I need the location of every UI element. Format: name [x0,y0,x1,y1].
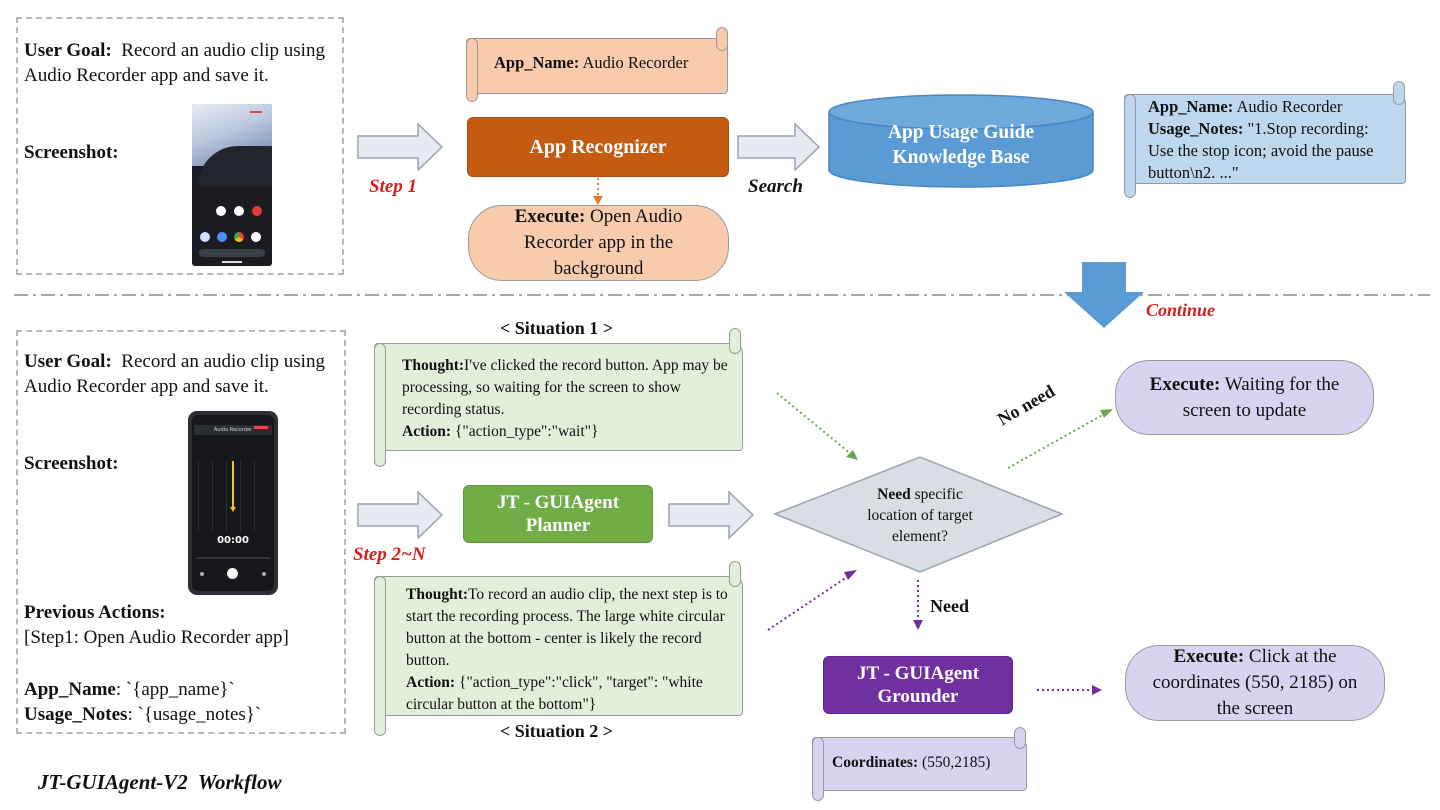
app-name-note-text: App_Name: Audio Recorder [494,53,689,72]
record-button [227,568,238,579]
recorder-title-bar: Audio Recorder [194,425,272,435]
bottom-phone-screenshot: Audio Recorder 00:00 [188,411,278,595]
app-icon-row [216,206,264,218]
execute-open-app: Execute: Open Audio Recorder app in the … [468,205,729,281]
top-user-goal: User Goal: Record an audio clip using Au… [24,38,339,88]
user-goal-label: User Goal: [24,40,112,61]
coordinates-note [812,737,1027,791]
dock-icon-row [200,232,270,244]
top-arrows [14,122,1430,328]
step2n-label: Step 2~N [353,544,426,565]
situation1-text: Thought:I've clicked the record button. … [402,357,728,440]
bottom-screenshot-label: Screenshot: [24,453,119,474]
continue-label: Continue [1146,300,1216,320]
execute-wait: Execute: Waiting for the screen to updat… [1115,360,1374,435]
top-screenshot-label: Screenshot: [24,142,119,163]
top-phone-screenshot [192,104,272,266]
situation2-text: Thought:To record an audio clip, the nex… [406,586,728,713]
need-label: Need [930,596,969,616]
bottom-app-name: App_Name: `{app_name}` Usage_Notes: `{us… [24,679,262,725]
app-recognizer-box: App Recognizer [467,117,729,177]
grounder-box: JT - GUIAgent Grounder [823,656,1013,714]
situation1-note [374,343,743,451]
execute-click: Execute: Click at the coordinates (550, … [1125,645,1385,721]
workflow-title: JT-GUIAgent-V2 Workflow [38,770,282,794]
search-label: Search [748,176,803,197]
previous-actions: Previous Actions: [Step1: Open Audio Rec… [24,602,289,648]
situation2-note [374,576,743,716]
knowledge-base-label: App Usage Guide Knowledge Base [887,122,1035,168]
bottom-connectors [357,392,1113,695]
decision-text: Need specific location of target element… [867,486,973,545]
knowledge-base-cylinder [828,94,1094,188]
user-goal-text: Record an audio clip using Audio Recorde… [24,40,325,86]
bottom-user-goal: User Goal: Record an audio clip using Au… [24,351,325,397]
coordinates-text: Coordinates: (550,2185) [832,754,991,771]
usage-notes-text: App_Name: Audio Recorder Usage_Notes: "1… [1148,97,1374,182]
situation2-label: < Situation 2 > [500,721,614,741]
app-name-note-curl [466,38,478,102]
recording-timer: 00:00 [217,535,249,546]
step1-label: Step 1 [369,176,418,197]
bottom-input-panel [16,330,346,734]
situation1-label: < Situation 1 > [500,318,614,338]
decision-diamond [772,456,1064,573]
search-bar [199,249,265,257]
usage-notes-note [1124,94,1406,184]
planner-box: JT - GUIAgent Planner [463,485,653,543]
top-input-panel [16,17,344,275]
